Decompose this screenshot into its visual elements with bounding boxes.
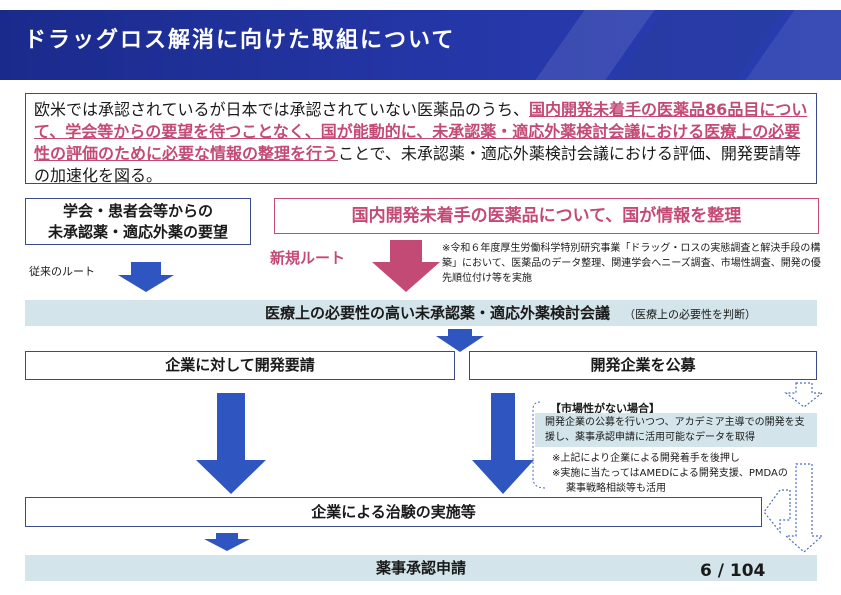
request-down-arrow-icon: [196, 393, 266, 494]
no-market-bracket: [532, 401, 546, 489]
old-route-arrow-icon: [118, 262, 174, 292]
summary-box: 欧米では承認されているが日本では承認されていない医薬品のうち、国内開発未着手の医…: [25, 93, 817, 185]
no-market-description: 開発企業の公募を行いつつ、アカデミア主導での開発を支援し、薬事承認申請に活用可能…: [535, 413, 817, 447]
clinical-trial-box: 企業による治験の実施等: [25, 497, 762, 527]
request-source-box: 学会・患者会等からの 未承認薬・適応外薬の要望: [25, 198, 251, 245]
meeting-down-arrow-icon: [436, 329, 484, 352]
research-note: ※令和６年度厚生労働科学特別研究事業「ドラッグ・ロスの実態調査と解決手段の構築」…: [442, 243, 821, 284]
no-market-entry-arrow-icon: [784, 382, 824, 408]
page-title: ドラッグロス解消に向けた取組について: [24, 28, 456, 53]
review-meeting-bar: 医療上の必要性の高い未承認薬・適応外薬検討会議 （医療上の必要性を判断）: [25, 300, 817, 326]
no-market-notes: ※上記により企業による開発着手を後押し ※実施に当たってはAMEDによる開発支援…: [552, 451, 792, 496]
new-route-label: 新規ルート: [270, 249, 346, 267]
header-banner: [0, 10, 841, 80]
solicit-down-arrow-icon: [472, 393, 534, 494]
company-solicitation-box: 開発企業を公募: [469, 351, 817, 380]
review-meeting-title: 医療上の必要性の高い未承認薬・適応外薬検討会議: [265, 304, 611, 322]
no-market-note-1: ※上記により企業による開発着手を後押し: [552, 453, 740, 464]
summary-highlight: 国内開発未着手の医薬品86品目について、学会等からの要望を待つことなく、国が能動…: [34, 100, 808, 163]
page-number: 6 / 104: [700, 561, 766, 581]
request-source-line2: 未承認薬・適応外薬の要望: [47, 223, 228, 241]
summary-text-after: ことで、未承認薬・適応外薬検討会議における評価、開発要請等の加速化を図る。: [34, 144, 801, 185]
government-info-box: 国内開発未着手の医薬品について、国が情報を整理: [274, 198, 819, 234]
no-market-to-trial-arrow-icon: [763, 489, 791, 534]
trial-down-arrow-icon: [204, 533, 250, 551]
no-market-note-2: ※実施に当たってはAMEDによる開発支援、PMDAの薬事戦略相談等も活用: [552, 468, 788, 494]
summary-text-before: 欧米では承認されているが日本では承認されていない医薬品のうち、: [34, 100, 530, 119]
no-market-exit-arrow-icon: [784, 463, 824, 553]
development-request-box: 企業に対して開発要請: [25, 351, 455, 380]
old-route-label: 従来のルート: [29, 265, 95, 278]
review-meeting-sub: （医療上の必要性を判断）: [624, 308, 757, 321]
request-source-line1: 学会・患者会等からの: [62, 202, 213, 220]
new-route-arrow-icon: [372, 240, 440, 292]
no-market-label: 【市場性がない場合】: [550, 402, 660, 415]
approval-application-bar: 薬事承認申請: [25, 555, 817, 581]
